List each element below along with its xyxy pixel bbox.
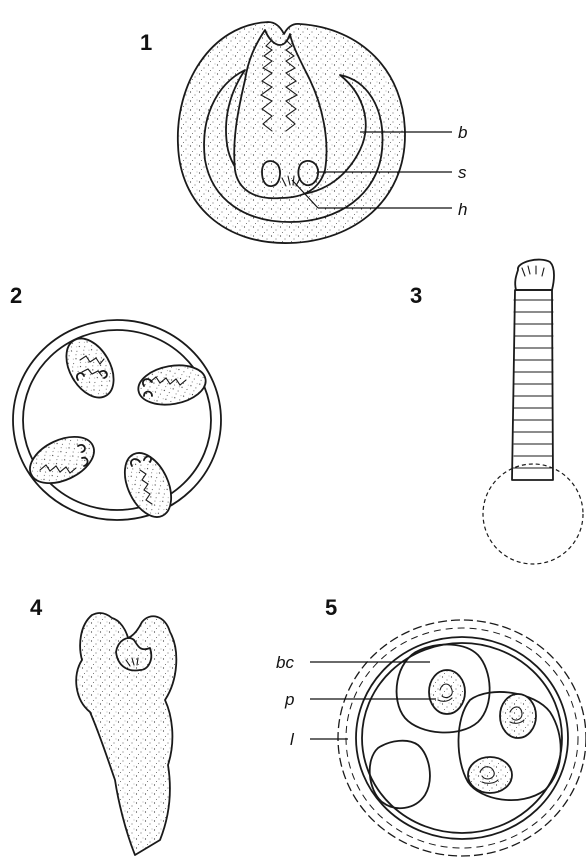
scolex-head [515, 260, 554, 290]
protoscolex-2 [500, 694, 536, 738]
scolex-top-right [135, 360, 209, 409]
segment-rings [513, 300, 553, 468]
label-l: l [290, 730, 295, 749]
scolex-top-left [57, 330, 124, 405]
bladder-outer-wall [13, 320, 221, 520]
scolex-body [76, 613, 176, 855]
bladder-dashed [483, 464, 583, 564]
panel-3-everted-cysticercus: 3 [410, 260, 583, 564]
panel-number-1: 1 [140, 30, 152, 55]
protoscolex-3 [468, 757, 512, 793]
label-b: b [458, 123, 467, 142]
protoscolex-1 [429, 670, 465, 714]
cyst-wall [356, 637, 568, 839]
label-s: s [458, 163, 467, 182]
panel-2-multiple-scolices: 2 [10, 283, 221, 524]
scolex-hooks [522, 266, 544, 276]
panel-5-hydatid-cyst: 5 bc p l [276, 595, 586, 856]
empty-brood-capsule [370, 741, 430, 808]
laminated-layer-outer [338, 620, 586, 856]
label-bc: bc [276, 653, 294, 672]
panel-number-2: 2 [10, 283, 22, 308]
panel-number-5: 5 [325, 595, 337, 620]
panel-1-cysticercus-section: 1 b s h [140, 22, 467, 243]
panel-number-4: 4 [30, 595, 43, 620]
label-h: h [458, 200, 467, 219]
laminated-layer-mid [346, 628, 578, 848]
label-p: p [284, 690, 294, 709]
germinal-layer [362, 643, 562, 833]
neck-strobila [512, 290, 553, 480]
panel-number-3: 3 [410, 283, 422, 308]
panel-4-scolex-fragment: 4 [30, 595, 176, 855]
scolex-bottom-right [116, 446, 181, 525]
scolex-bottom-left [23, 428, 102, 493]
